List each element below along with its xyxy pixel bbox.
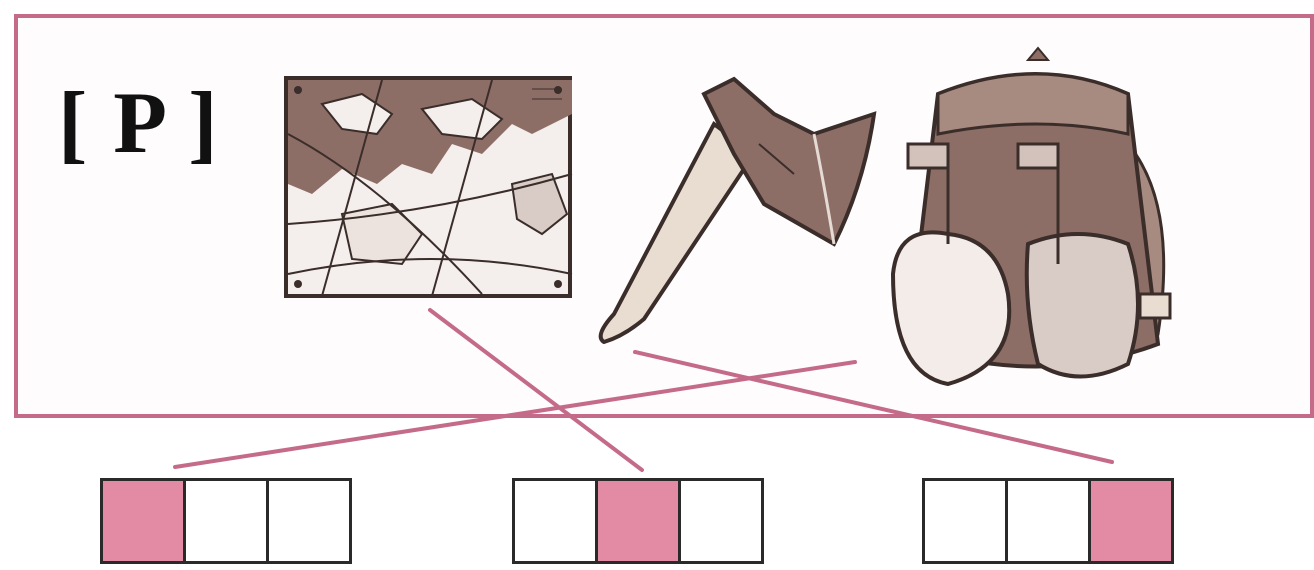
map-icon[interactable] — [282, 74, 574, 300]
scheme-cell — [100, 478, 186, 564]
scheme-cell — [512, 478, 598, 564]
scheme-cell — [1088, 478, 1174, 564]
scheme-cell — [183, 478, 269, 564]
scheme-cell — [922, 478, 1008, 564]
scheme-cell — [1005, 478, 1091, 564]
sound-scheme-1[interactable] — [100, 478, 352, 564]
sound-scheme-3[interactable] — [922, 478, 1174, 564]
axe-icon[interactable] — [584, 74, 884, 344]
sound-scheme-2[interactable] — [512, 478, 764, 564]
backpack-icon[interactable] — [888, 44, 1182, 398]
scheme-cell — [678, 478, 764, 564]
scheme-cell — [266, 478, 352, 564]
scheme-cell — [595, 478, 681, 564]
sound-label: [ P ] — [58, 75, 220, 172]
